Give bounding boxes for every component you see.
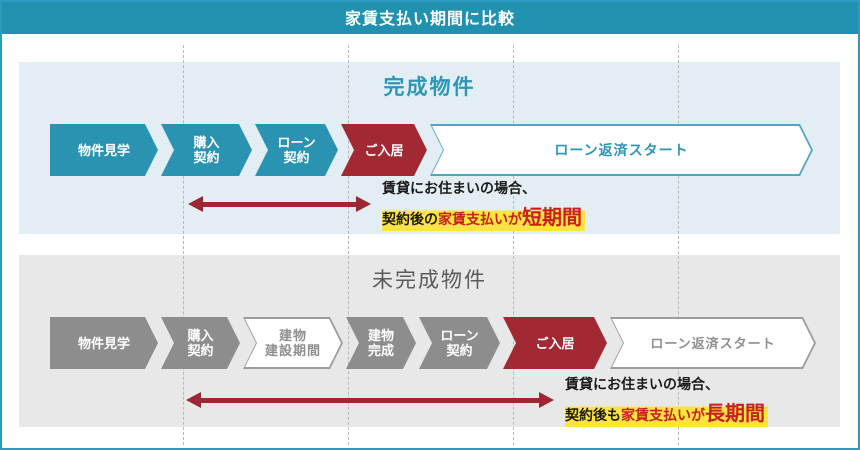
flow-step: ご入居: [341, 124, 427, 176]
arrow-line: [195, 398, 545, 403]
note-prefix: 契約後の: [382, 211, 438, 227]
flow-step: 物件見学: [50, 124, 158, 176]
note-completed: 賃貸にお住まいの場合、 契約後の家賃支払いが短期間: [382, 178, 585, 231]
long-period-arrow: [186, 392, 554, 408]
flow-step: 購入契約: [161, 124, 252, 176]
flow-step-label: 建物完成: [367, 328, 394, 358]
timeline-gridline: [348, 45, 349, 445]
section-unfinished-property: 未完成物件 物件見学 購入契約 建物建設期間 建物完成 ローン契約 ご入居 ローン返済スター…: [19, 255, 840, 427]
page-title: 家賃支払い期間に比較: [2, 2, 858, 34]
note-highlight-red: 家賃支払いが: [621, 407, 705, 423]
flow-step-label: 建物建設期間: [264, 328, 321, 358]
flow-step: 建物完成: [346, 317, 416, 369]
note-emphasis: 短期間: [522, 207, 582, 229]
flow-step-label: 物件見学: [77, 142, 130, 158]
flow-step: ローン契約: [255, 124, 338, 176]
timeline-gridline: [678, 45, 679, 445]
arrowhead-left-icon: [186, 392, 201, 408]
arrowhead-right-icon: [539, 392, 554, 408]
timeline-gridline: [183, 45, 184, 445]
flow-step: 建物建設期間: [243, 317, 343, 369]
timeline-gridline: [513, 45, 514, 445]
flow-step-label: ご入居: [364, 142, 404, 158]
flow-step: ご入居: [503, 317, 607, 369]
section-title-unfinished: 未完成物件: [372, 269, 487, 292]
note-highlight-red: 家賃支払いが: [438, 211, 522, 227]
flow-step: 物件見学: [50, 317, 158, 369]
section-completed-property: 完成物件 物件見学 購入契約 ローン契約 ご入居 ローン返済スタート 賃貸にお住まいの場…: [19, 62, 840, 234]
note-emphasis: 長期間: [705, 403, 765, 425]
flow-step-label: ローン契約: [440, 328, 479, 358]
arrowhead-left-icon: [188, 196, 203, 212]
flow-step-label: 購入契約: [187, 328, 214, 358]
note-line1: 賃貸にお住まいの場合、: [382, 180, 536, 196]
note-unfinished: 賃貸にお住まいの場合、 契約後も家賃支払いが長期間: [565, 374, 768, 427]
flow-step-label: ローン返済スタート: [650, 335, 776, 351]
section-title-completed: 完成物件: [383, 76, 476, 99]
note-line2: 契約後も家賃支払いが長期間: [565, 397, 768, 427]
flow-step-label: ご入居: [535, 335, 575, 351]
flow-step: 購入契約: [161, 317, 240, 369]
flow-step: ローン返済スタート: [430, 124, 813, 176]
arrow-line: [197, 202, 362, 207]
note-line2: 契約後の家賃支払いが短期間: [382, 201, 585, 231]
note-line1: 賃貸にお住まいの場合、: [565, 376, 719, 392]
note-prefix: 契約後も: [565, 407, 621, 423]
flow-step-label: 物件見学: [77, 335, 130, 351]
arrowhead-right-icon: [356, 196, 371, 212]
flow-step-label: 購入契約: [193, 135, 220, 165]
flow-step: ローン返済スタート: [610, 317, 816, 369]
short-period-arrow: [188, 196, 371, 212]
flow-step-label: ローン返済スタート: [554, 141, 689, 158]
flow-step-label: ローン契約: [277, 135, 316, 165]
flow-step: ローン契約: [419, 317, 500, 369]
